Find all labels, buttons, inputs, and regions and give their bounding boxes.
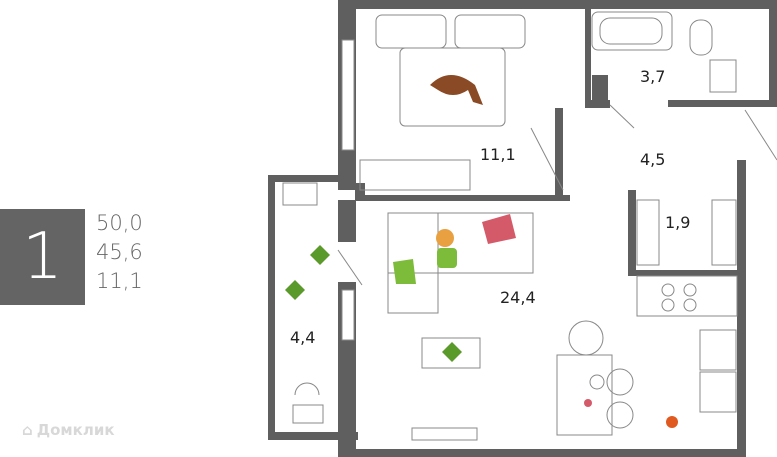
bedroom-area: 11,1 (480, 145, 516, 164)
cat-icon (666, 416, 678, 428)
living-area-label: 24,4 (500, 288, 536, 307)
closet-area: 1,9 (665, 213, 690, 232)
living-area: 45,6 (96, 240, 143, 264)
decor (285, 75, 678, 428)
balcony-area: 4,4 (290, 328, 315, 347)
dog-icon (430, 75, 483, 105)
furniture (282, 11, 777, 441)
room-count-badge: 1 (0, 209, 85, 305)
hallway-area: 4,5 (640, 150, 665, 169)
person-icon (436, 229, 454, 247)
room-labels: 11,1 3,7 4,5 1,9 24,4 4,4 (290, 67, 690, 347)
kitchen-area: 11,1 (96, 269, 143, 293)
plant-icon (285, 245, 462, 362)
house-icon: ⌂ (22, 421, 33, 439)
pillow-icon (393, 259, 416, 284)
total-area: 50,0 (96, 211, 143, 235)
bathroom-area: 3,7 (640, 67, 665, 86)
watermark-logo: ⌂Домклик (22, 421, 115, 439)
area-summary: 50,0 45,6 11,1 (96, 209, 143, 296)
room-count: 1 (22, 220, 63, 294)
pillow-icon (482, 214, 516, 244)
